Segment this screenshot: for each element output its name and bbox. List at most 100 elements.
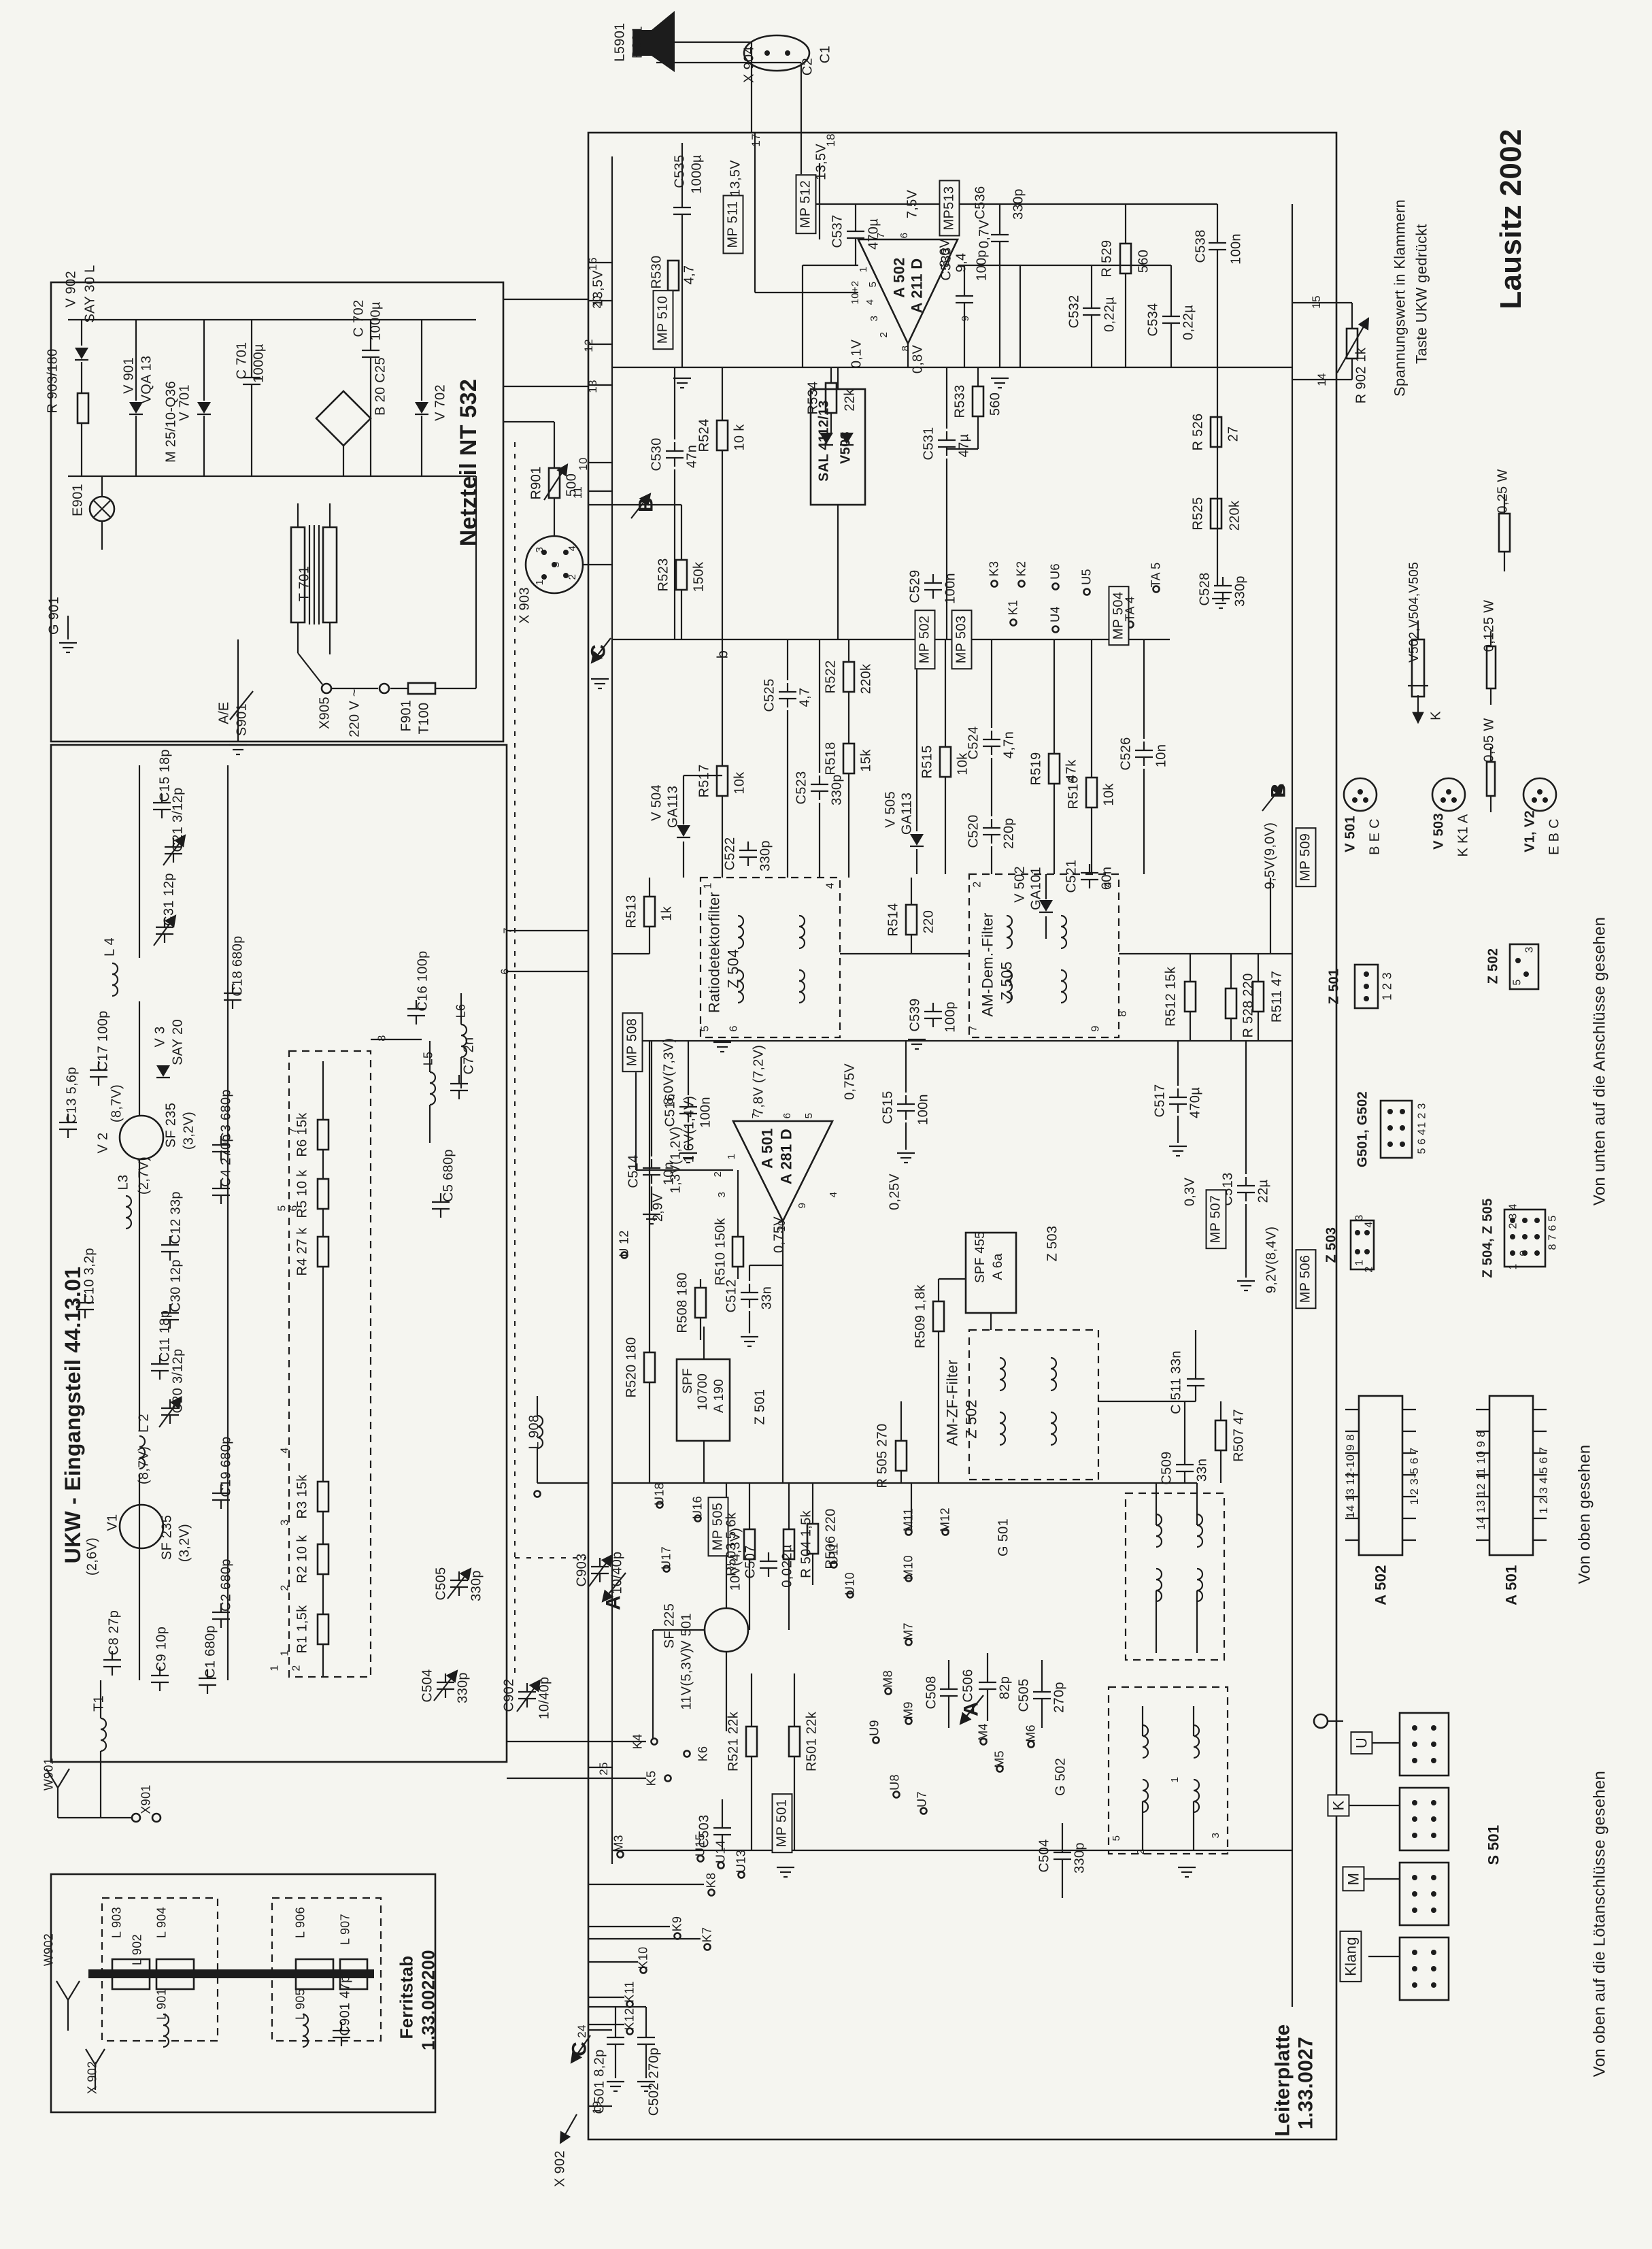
round-component xyxy=(378,682,390,695)
component-label: E901 xyxy=(70,484,86,516)
pin-dot xyxy=(1400,1109,1405,1114)
pin-dot xyxy=(1537,789,1543,795)
pin-dot xyxy=(1400,1142,1405,1147)
component-label: Z 503 xyxy=(1324,1227,1339,1263)
component-label: V1, V2 xyxy=(1522,810,1538,852)
component-label: C12 33p xyxy=(168,1191,184,1244)
pin-dot xyxy=(1515,958,1521,963)
terminal xyxy=(639,1966,647,1974)
component-label: 10 xyxy=(577,457,590,471)
component-label: C505 xyxy=(433,1567,449,1601)
pin-dot xyxy=(1431,1891,1436,1897)
component-label: 1 xyxy=(1169,1776,1181,1783)
component-label: 13,5V xyxy=(813,144,829,180)
component-label: L3 xyxy=(116,1174,131,1190)
component-label: A 211 D xyxy=(908,258,926,314)
module-box xyxy=(1349,1219,1375,1271)
component-label: A 281 D xyxy=(777,1129,795,1184)
component-label: 1000µ xyxy=(251,344,267,383)
pin-dot xyxy=(1431,1742,1436,1747)
resistor-symbol xyxy=(842,742,856,775)
opamp-symbol xyxy=(856,238,960,346)
measure-point-label: U xyxy=(1350,1731,1373,1755)
component-label: R515 xyxy=(920,745,935,779)
coil-symbol xyxy=(139,1435,146,1470)
component-label: K12 xyxy=(622,2008,637,2031)
terminal xyxy=(884,1687,892,1695)
component-label: L 901 xyxy=(154,1988,169,2020)
component-label: 2 xyxy=(279,1584,291,1591)
component-label: R 505 270 xyxy=(875,1423,890,1488)
component-label: C902 xyxy=(501,1678,517,1712)
terminal xyxy=(905,1574,913,1582)
component-label: 3 xyxy=(279,1519,291,1526)
resistor-symbol xyxy=(743,1528,756,1561)
coil-symbol xyxy=(302,2013,309,2048)
component-label: 1 xyxy=(702,882,714,889)
component-label: 7,8V (7,2V) xyxy=(751,1044,766,1116)
component-label: 100n xyxy=(915,1094,931,1125)
component-label: Z 502 xyxy=(1485,948,1501,984)
component-label: (2,7V) xyxy=(136,1156,152,1195)
component-label: C528 xyxy=(1197,572,1213,606)
component-label: C539 xyxy=(907,998,923,1032)
component-label: SAY 30 L xyxy=(82,265,98,323)
component-label: 16 xyxy=(586,257,600,271)
coil-symbol xyxy=(1050,1411,1058,1446)
component-label: C506 xyxy=(960,1669,976,1703)
component-label: C520 xyxy=(966,814,981,848)
component-label: B 20 C25 xyxy=(373,357,388,416)
component-label: R508 180 xyxy=(675,1272,690,1333)
wire xyxy=(92,499,112,518)
terminal xyxy=(905,1717,913,1725)
arrow xyxy=(1262,784,1284,812)
component-label: V1 xyxy=(105,1514,120,1531)
diode-symbol xyxy=(129,402,143,414)
component-label: 220k xyxy=(1227,500,1243,531)
pin-dot xyxy=(1431,1800,1436,1805)
terminal xyxy=(1152,585,1160,593)
component-label: C526 xyxy=(1118,737,1134,771)
filter-box xyxy=(699,876,841,1039)
component-label: 6 xyxy=(728,1025,740,1032)
component-label: 0,8V xyxy=(910,344,926,374)
component-label: 8 7 6 5 xyxy=(1547,1215,1559,1250)
coil-symbol xyxy=(999,1356,1007,1392)
filter-box xyxy=(1124,1492,1226,1661)
module-box xyxy=(50,744,508,1763)
component-label: Z 502 xyxy=(962,1399,980,1439)
component-label: C 701 xyxy=(234,341,250,380)
component-label: 0,022µ xyxy=(779,1544,795,1588)
component-label: SF 235 xyxy=(163,1102,179,1148)
component-label: 0,3V xyxy=(1182,1177,1198,1207)
component-label: 3 xyxy=(869,315,881,322)
component-label: X905 xyxy=(317,697,333,729)
diode-symbol xyxy=(910,834,924,846)
arrow xyxy=(559,2114,577,2144)
resistor-symbol xyxy=(788,1725,801,1758)
component-label: 9,2V(8,4V) xyxy=(1264,1226,1279,1294)
component-label: U10 xyxy=(843,1572,857,1595)
component-label: U4 xyxy=(1048,606,1062,622)
resistor-symbol xyxy=(643,1351,656,1384)
diode-symbol xyxy=(75,348,88,359)
component-label: 330p xyxy=(1232,576,1248,607)
terminal xyxy=(656,1501,664,1509)
resistor-symbol xyxy=(675,559,688,591)
component-label: C507 xyxy=(743,1545,758,1579)
round-component xyxy=(1343,777,1378,812)
component-label: K6 xyxy=(696,1746,710,1762)
coil-symbol xyxy=(1142,1778,1149,1814)
component-label: R519 xyxy=(1028,752,1044,786)
component-label: 13,5V xyxy=(728,160,743,197)
round-component xyxy=(151,1812,162,1823)
component-label: 2 xyxy=(878,331,890,338)
component-label: 8,0V(7,3V) xyxy=(661,1037,677,1105)
terminal xyxy=(737,1871,745,1879)
component-label: M4 xyxy=(976,1723,990,1741)
component-label: 2,9V xyxy=(650,1193,666,1222)
component-label: M 25/10-Q36 xyxy=(163,380,179,463)
component-label: R522 xyxy=(823,660,839,694)
component-label: C5 680p xyxy=(441,1149,456,1202)
